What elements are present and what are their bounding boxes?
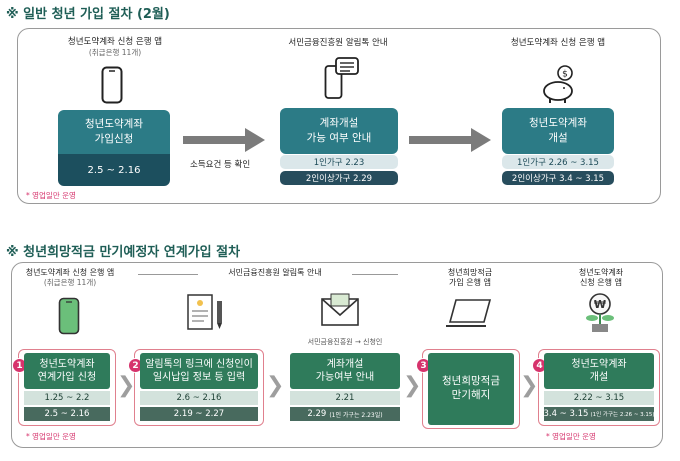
s2-caption-line-right (352, 274, 398, 275)
s2-col5-pill1: 2.22 ~ 3.15 (544, 391, 654, 405)
chevron-right-icon: ❯ (266, 373, 285, 398)
s1-c2-pill1: 1인가구 2.23 (280, 155, 398, 169)
s2-col1-frame (18, 349, 116, 426)
s2-col5-note: * 영업일만 운영 (546, 432, 596, 441)
s2-col3-pill1: 2.21 (290, 391, 400, 405)
s1-c3-pill1: 1인가구 2.26 ~ 3.15 (502, 155, 614, 169)
s2-col5-pill2-small: (1인 가구는 2.26 ~ 3.15) (590, 412, 655, 418)
s2-col2-pill1: 2.6 ~ 2.16 (140, 391, 258, 405)
s2-col1-caption-text: 청년도약계좌 신청 은행 앱 (25, 268, 115, 277)
piggy-bank-icon: $ (543, 65, 573, 103)
s1-c1-caption-sub: (취급은행 11개) (88, 47, 142, 57)
s1-c3-box: 청년도약계좌 개설 (502, 108, 614, 154)
s2-caption-line-left (138, 274, 198, 275)
s1-c1-pill: 2.5 ~ 2.16 (58, 154, 170, 186)
s1-c2-pill2: 2인이상가구 2.29 (280, 171, 398, 185)
chevron-right-icon: ❯ (520, 373, 539, 398)
s2-col4-caption: 청년희망적금 가입 은행 앱 (447, 268, 493, 287)
s2-col1-pill1: 1.25 ~ 2.2 (24, 391, 110, 405)
s2-col1-box: 청년도약계좌 연계가입 신청 (24, 353, 110, 389)
s2-col1-pill2: 2.5 ~ 2.16 (24, 407, 110, 421)
s2-col3-small: 서민금융진흥원 → 신청인 (307, 338, 383, 346)
s1-note: * 영업일만 운영 (26, 191, 76, 200)
envelope-icon (321, 293, 359, 326)
document-pen-icon (187, 294, 222, 330)
s1-c3-pill2: 2인이상가구 3.4 ~ 3.15 (502, 171, 614, 185)
smartphone-icon (101, 66, 123, 104)
s2-col3-box: 계좌개설 가능여부 안내 (290, 353, 400, 389)
s1-c1-caption-text: 청년도약계좌 신청 은행 앱 (67, 37, 163, 47)
svg-text:₩: ₩ (594, 298, 606, 311)
s1-arrow-label: 소득요건 등 확인 (190, 160, 251, 170)
section1-panel (17, 28, 661, 204)
s1-arrow-2-icon (409, 128, 491, 152)
s2-col5-box: 청년도약계좌 개설 (544, 353, 654, 389)
s1-c1-box: 청년도약계좌 가입신청 (58, 110, 170, 154)
phone-message-icon (324, 57, 359, 99)
s2-col4-box: 청년희망적금 만기해지 (428, 353, 514, 425)
money-plant-icon: ₩ (586, 293, 614, 332)
s2-col5-pill2-text: 3.4 ~ 3.15 (543, 409, 589, 419)
s2-col1-caption-sub: (취급은행 11개) (43, 278, 97, 287)
s2-center-caption: 서민금융진흥원 알림톡 안내 (228, 268, 322, 277)
s2-col2-pill2: 2.19 ~ 2.27 (140, 407, 258, 421)
s2-col3-pill2: 2.29 (1인 가구는 2.23일) (290, 407, 400, 421)
s2-col1-caption: 청년도약계좌 신청 은행 앱 (취급은행 11개) (15, 268, 125, 287)
chevron-right-icon: ❯ (403, 373, 422, 398)
s2-col1-note: * 영업일만 운영 (26, 432, 76, 441)
section2-panel (11, 262, 663, 448)
section1-title: ※ 일반 청년 가입 절차 (2월) (6, 7, 170, 22)
s2-col5-caption: 청년도약계좌 신청 은행 앱 (578, 268, 624, 287)
s1-arrow-1-icon (183, 128, 265, 152)
svg-text:$: $ (562, 70, 568, 80)
s2-col3-pill2-small: (1인 가구는 2.23일) (329, 411, 383, 419)
s1-c2-caption: 서민금융진흥원 알림톡 안내 (288, 38, 388, 48)
s2-col3-pill2-text: 2.29 (307, 409, 327, 419)
s1-c3-caption: 청년도약계좌 신청 은행 앱 (510, 38, 606, 48)
smartphone-green-icon (58, 297, 80, 335)
s2-col2-frame (134, 349, 264, 426)
s1-c2-box: 계좌개설 가능 여부 안내 (280, 108, 398, 154)
s2-col4-frame (422, 349, 520, 429)
s1-c1-caption: 청년도약계좌 신청 은행 앱 (취급은행 11개) (55, 37, 175, 57)
chevron-right-icon: ❯ (117, 373, 136, 398)
s2-col5-pill2: 3.4 ~ 3.15 (1인 가구는 2.26 ~ 3.15) (543, 407, 655, 421)
laptop-icon (446, 299, 492, 327)
s2-col5-frame (538, 349, 660, 426)
section2-title: ※ 청년희망적금 만기예정자 연계가입 절차 (6, 245, 241, 260)
s2-col2-box: 알림톡의 링크에 신청인이 일시납입 정보 등 입력 (140, 353, 258, 389)
